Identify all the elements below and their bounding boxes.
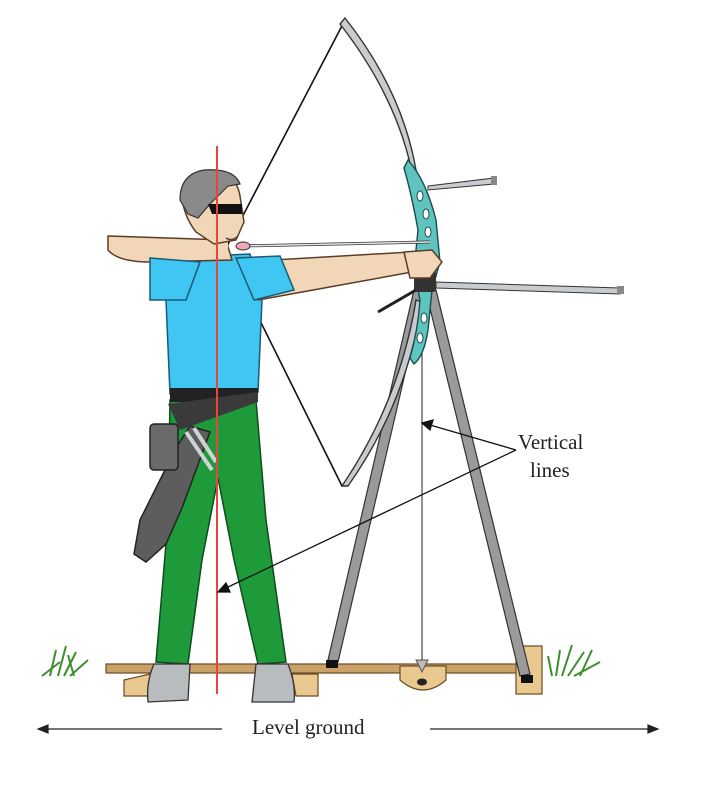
grass-left	[41, 645, 89, 677]
quiver	[133, 423, 218, 563]
bow-stand-tripod	[326, 289, 533, 683]
bow-stabilizers	[427, 176, 624, 295]
vertical-lines-label-line1: Vertical	[518, 430, 584, 454]
level-ground-arrow	[36, 724, 660, 734]
bow-plumb-line	[415, 300, 429, 674]
archer-head	[179, 169, 245, 254]
archer-draw-arm	[107, 235, 234, 301]
grass-right	[547, 644, 601, 677]
level-ground-label: Level ground	[252, 715, 365, 739]
leader-lines	[216, 419, 517, 593]
vertical-lines-label-line2: lines	[530, 458, 570, 482]
arrow	[235, 240, 431, 251]
archer-bow-arm	[234, 249, 443, 301]
